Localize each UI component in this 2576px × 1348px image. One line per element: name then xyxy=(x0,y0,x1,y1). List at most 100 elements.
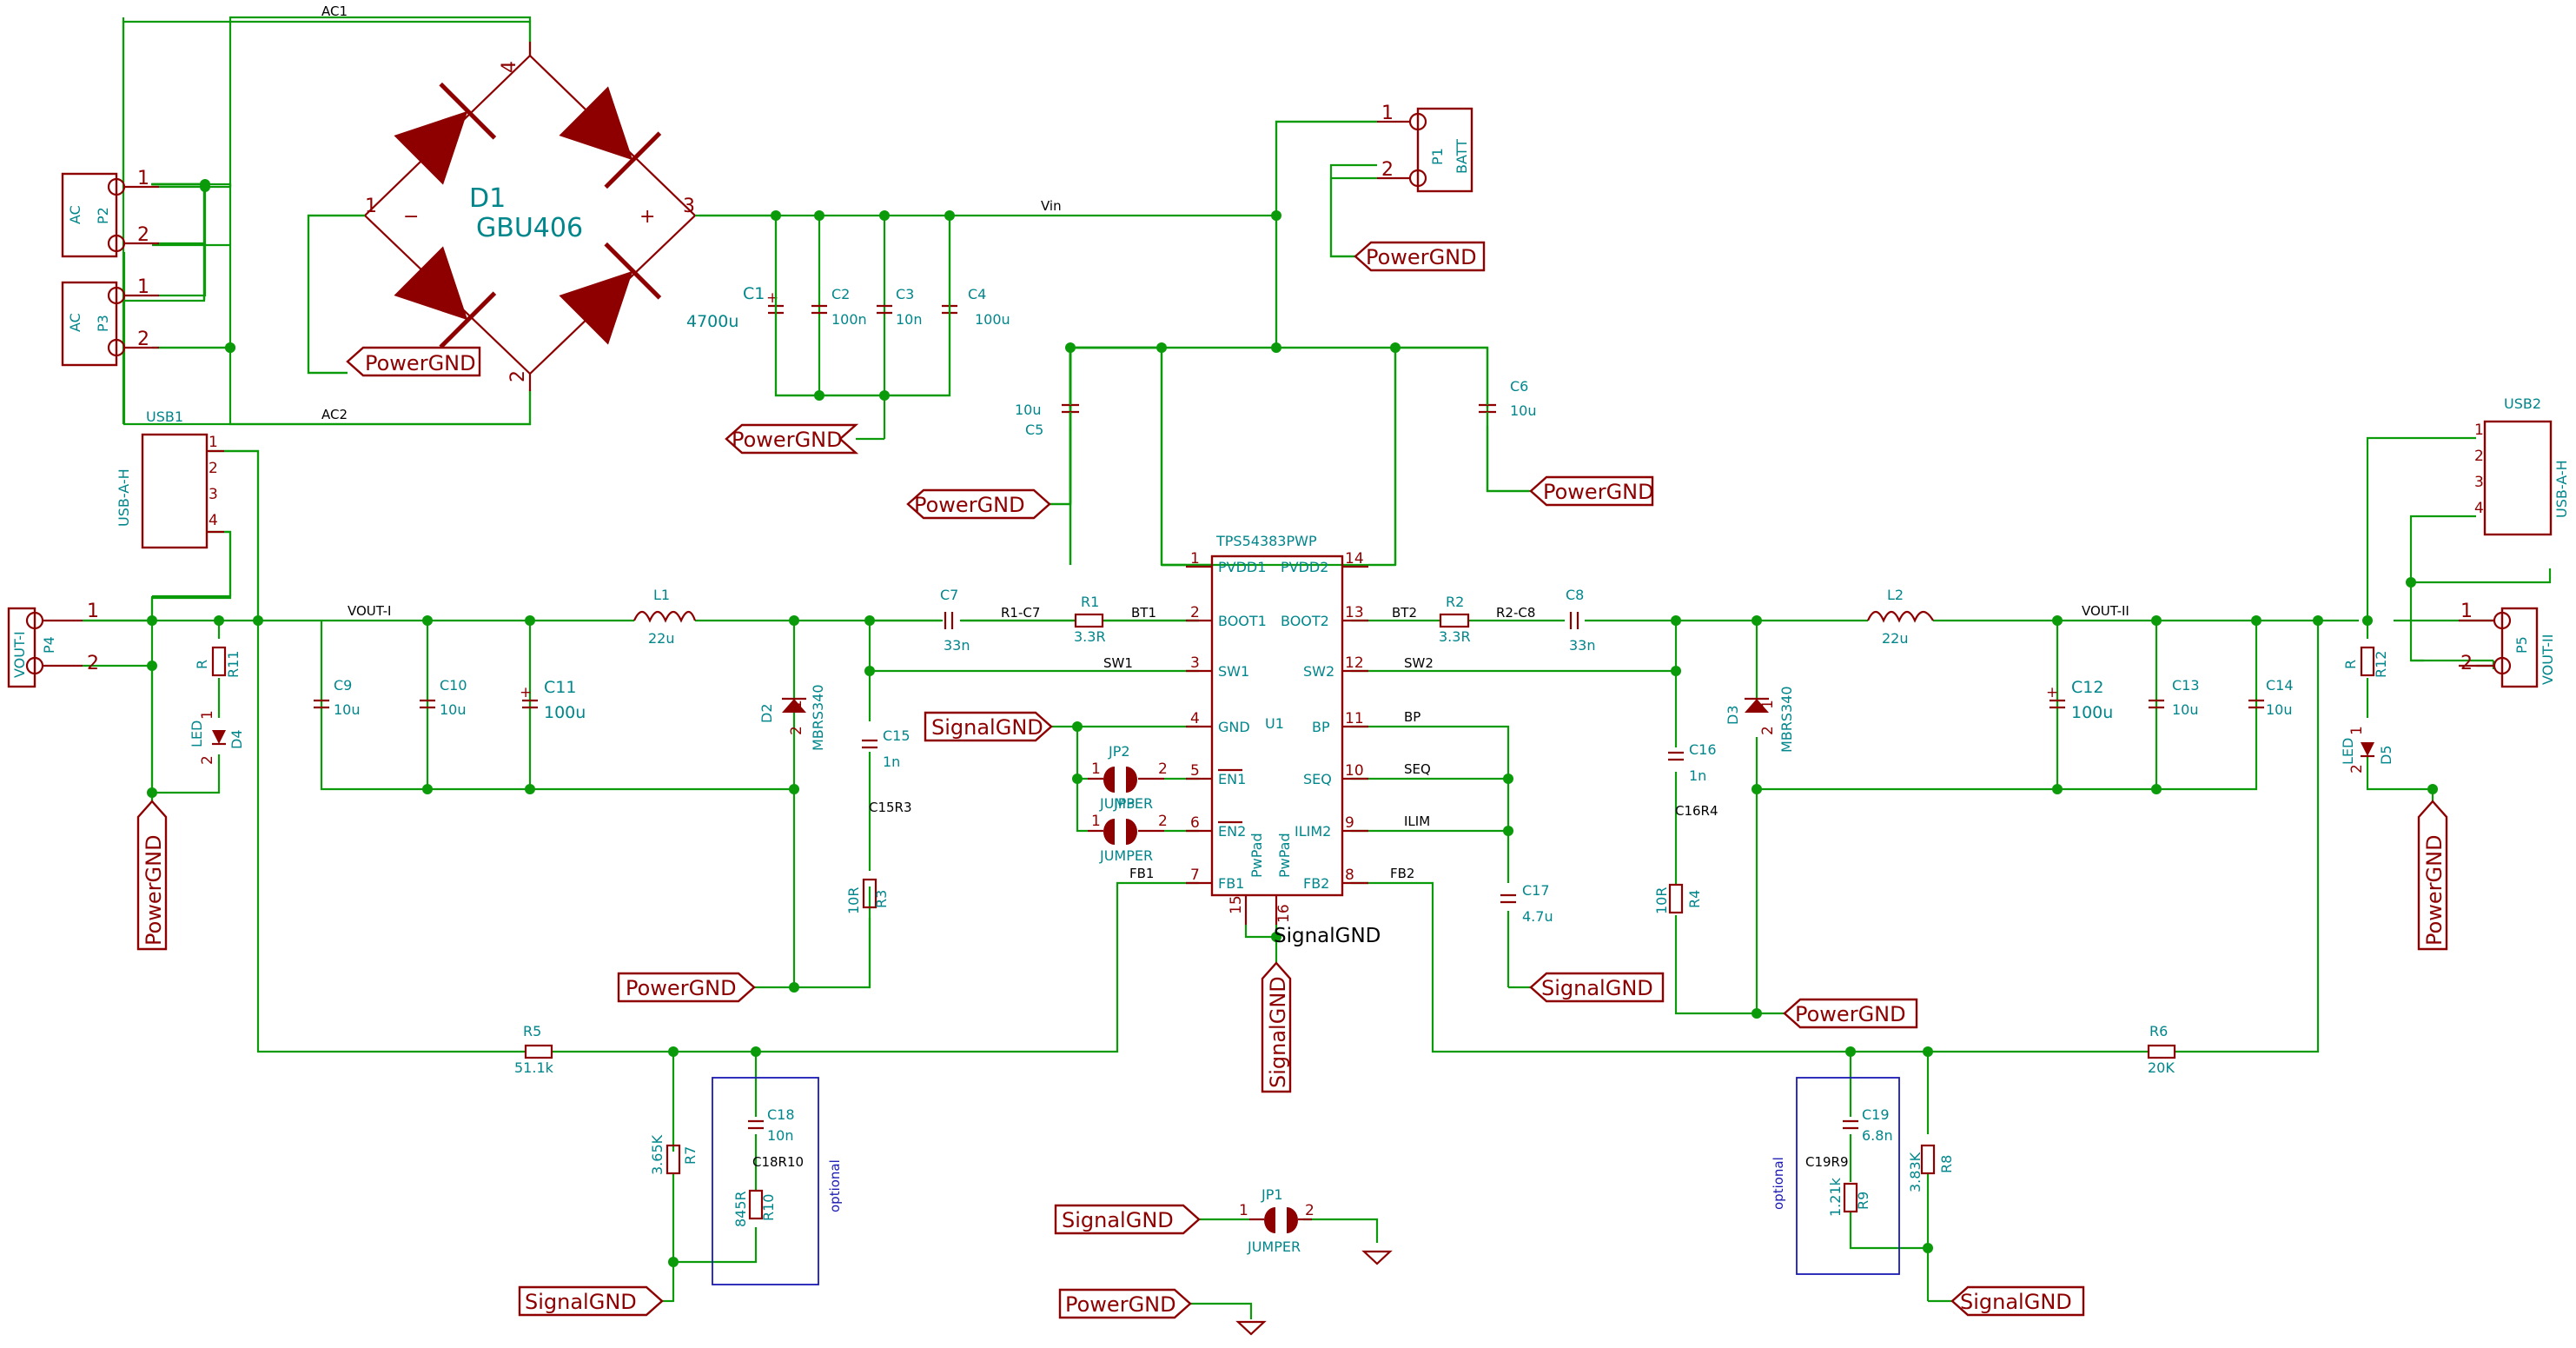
r5-ref: R5 xyxy=(523,1023,541,1039)
net-bt2: BT2 xyxy=(1392,605,1417,621)
d4-pin1: 1 xyxy=(199,710,216,720)
u1-pin10-num: 10 xyxy=(1345,762,1364,780)
u1-pin5-num: 5 xyxy=(1190,762,1200,780)
l2-value: 22u xyxy=(1882,630,1909,647)
jp1-pin1: 1 xyxy=(1239,1202,1248,1219)
connector-p1: 1 2 P1 BATT xyxy=(1275,103,1473,258)
jp1-value: JUMPER xyxy=(1247,1238,1301,1255)
u1-pin10-name: SEQ xyxy=(1303,771,1332,787)
p5-pin1: 1 xyxy=(2460,601,2473,622)
input-caps: + C1 4700u C2 100n C3 10n C4 100u Vin xyxy=(686,198,1062,397)
p1-pin1: 1 xyxy=(1381,103,1394,124)
p5-ref: P5 xyxy=(2513,636,2530,654)
c12-ref: C12 xyxy=(2071,678,2103,697)
glabel-powergnd-left-vertical: PowerGND xyxy=(136,800,168,951)
svg-text:PowerGND: PowerGND xyxy=(1543,480,1654,504)
c17-value: 4.7u xyxy=(1522,908,1553,925)
usb1-value: USB-A-H xyxy=(116,468,132,527)
wires-c5-real xyxy=(1050,346,1529,506)
u1-pin13-name: BOOT2 xyxy=(1281,613,1329,629)
p3-pin2: 2 xyxy=(137,329,149,350)
u1-pin7-name: FB1 xyxy=(1218,875,1244,892)
svg-text:PowerGND: PowerGND xyxy=(142,834,166,946)
p5-pin2: 2 xyxy=(2460,653,2473,674)
c15-value: 1n xyxy=(883,754,900,770)
jp2-value: JUMPER xyxy=(1099,795,1153,812)
c14-ref: C14 xyxy=(2266,677,2294,694)
usb2-connector: USB2 USB-A-H 1 2 3 4 xyxy=(2474,395,2570,536)
d5-value: LED xyxy=(2340,738,2356,765)
u1-value: TPS54383PWP xyxy=(1215,533,1317,549)
r11-ref: R11 xyxy=(225,651,242,678)
c16-ref: C16 xyxy=(1689,741,1717,758)
glabel-signalgnd-jp1: SignalGND xyxy=(1054,1204,1201,1235)
svg-text:PowerGND: PowerGND xyxy=(365,351,476,375)
optional-right: optional xyxy=(1771,1157,1786,1210)
svg-text:PowerGND: PowerGND xyxy=(2422,834,2447,946)
d4-pin2: 2 xyxy=(199,755,216,765)
c12-value: 100u xyxy=(2071,703,2113,722)
svg-text:SignalGND: SignalGND xyxy=(525,1290,637,1314)
u1-pin3-name: SW1 xyxy=(1218,663,1249,680)
svg-text:SignalGND: SignalGND xyxy=(1062,1208,1174,1232)
r10-ref: R10 xyxy=(760,1194,777,1221)
r10-value: 845R xyxy=(732,1191,749,1227)
c6-ref: C6 xyxy=(1510,378,1528,395)
usb1-connector: USB1 USB-A-H 1 2 3 4 xyxy=(116,408,260,621)
c2-value: 100n xyxy=(831,311,867,328)
net-seq: SEQ xyxy=(1404,761,1431,777)
r12-ref: R12 xyxy=(2373,651,2389,678)
d1-value: GBU406 xyxy=(476,213,583,243)
optional-left: optional xyxy=(827,1159,843,1212)
d2-ref: D2 xyxy=(758,704,775,724)
u1-pin7-num: 7 xyxy=(1190,867,1200,884)
wires xyxy=(122,17,1489,567)
r4-value: 10R xyxy=(1653,887,1670,914)
glabel-powergnd-c5: PowerGND xyxy=(906,488,1051,520)
p4-pin1: 1 xyxy=(87,601,99,622)
usb2-pin3: 3 xyxy=(2474,474,2484,491)
c3-ref: C3 xyxy=(896,286,914,302)
glabel-signalgnd-u1-gnd: SignalGND xyxy=(924,711,1053,742)
r6-value: 20K xyxy=(2148,1059,2175,1076)
net-r1c7: R1-C7 xyxy=(1001,605,1040,621)
net-c18r10: C18R10 xyxy=(752,1154,804,1170)
p4-value: VOUT-I xyxy=(11,631,28,678)
r1-ref: R1 xyxy=(1081,594,1099,610)
global-labels: PowerGND PowerGND PowerGND PowerGND Powe… xyxy=(136,241,2448,1319)
d4-value: LED xyxy=(189,720,205,747)
u1-pin6-name: EN2 xyxy=(1218,823,1246,840)
r11-value: R xyxy=(194,660,210,669)
l1-ref: L1 xyxy=(653,587,670,603)
r12-value: R xyxy=(2342,660,2359,669)
svg-text:PowerGND: PowerGND xyxy=(1795,1002,1906,1026)
net-fb2: FB2 xyxy=(1390,866,1414,881)
p3-value: AC xyxy=(67,313,83,332)
c5-value: 10u xyxy=(1015,402,1042,418)
d1-ref: D1 xyxy=(469,183,506,214)
r4-ref: R4 xyxy=(1686,890,1703,908)
usb2-pin2: 2 xyxy=(2474,448,2484,465)
r8-value: 3.83K xyxy=(1907,1152,1924,1192)
u1-ref: U1 xyxy=(1265,715,1284,732)
c10-ref: C10 xyxy=(440,677,467,694)
d1-plus: + xyxy=(639,206,655,228)
jp1-pin2: 2 xyxy=(1305,1202,1314,1219)
svg-text:SignalGND: SignalGND xyxy=(1960,1290,2072,1314)
r9-ref: R9 xyxy=(1855,1192,1871,1210)
u1-pin16-name: PwPad xyxy=(1276,833,1293,878)
p3-ref: P3 xyxy=(95,315,111,332)
ground-icon xyxy=(1235,1250,1393,1336)
u1-pin9-name: ILIM2 xyxy=(1295,823,1331,840)
glabel-powergnd-c6: PowerGND xyxy=(1529,475,1654,507)
jp3-ref: JP3 xyxy=(1113,795,1136,812)
p2-ref: P2 xyxy=(95,207,111,224)
ac-wiring: AC1 AC2 xyxy=(159,3,532,426)
p1-ref: P1 xyxy=(1429,148,1446,165)
u1-pin6-num: 6 xyxy=(1190,814,1200,832)
c1-ref: C1 xyxy=(743,284,765,303)
p2-pin1: 1 xyxy=(137,168,149,189)
p5-value: VOUT-II xyxy=(2540,634,2556,685)
